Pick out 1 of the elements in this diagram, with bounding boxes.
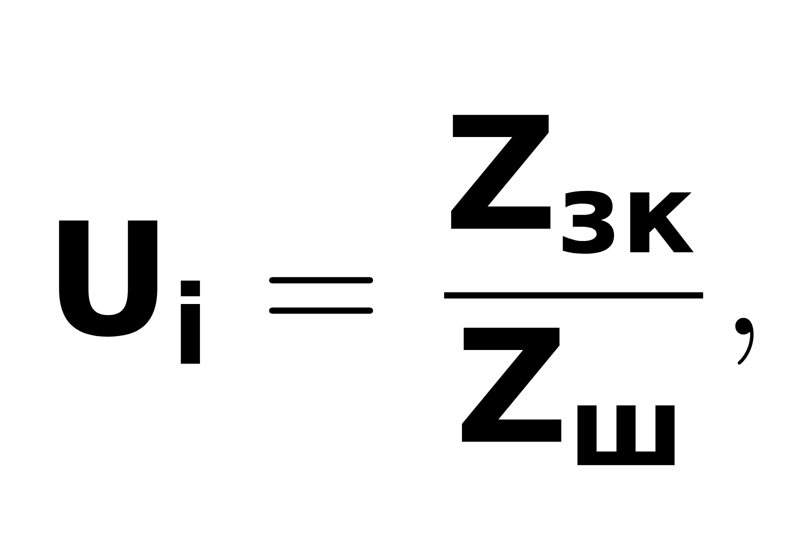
formula: $\text{U}_{\text{i}} = \frac{\text{Z}_{\text{зк}}}{\text{Z}_{\text{ш}}},$: [59, 114, 754, 466]
